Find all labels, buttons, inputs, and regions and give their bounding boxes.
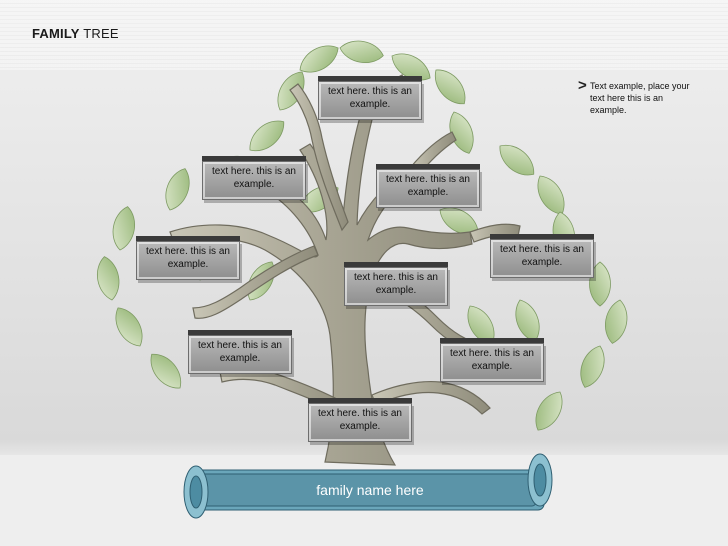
leaf-11: [165, 168, 190, 211]
leaf-9: [537, 175, 565, 215]
name-banner-scroll: [183, 453, 553, 519]
leaf-17: [115, 307, 143, 347]
page-title: FAMILY TREE: [32, 26, 119, 41]
member-card-1[interactable]: text here. this is an example.: [318, 76, 422, 120]
title-bold: FAMILY: [32, 26, 80, 41]
leaf-3: [391, 53, 431, 81]
member-card-3[interactable]: text here. this is an example.: [376, 164, 480, 208]
leaf-13: [112, 206, 136, 251]
member-card-5[interactable]: text here. this is an example.: [490, 234, 594, 278]
member-card-7[interactable]: text here. this is an example.: [188, 330, 292, 374]
leaf-8: [499, 144, 535, 176]
leaf-4: [434, 69, 466, 105]
member-card-8[interactable]: text here. this is an example.: [440, 338, 544, 382]
member-card-6[interactable]: text here. this is an example.: [344, 262, 448, 306]
member-card-text: text here. this is an example.: [354, 272, 438, 296]
member-card-2[interactable]: text here. this is an example.: [202, 156, 306, 200]
member-card-text: text here. this is an example.: [500, 244, 584, 268]
member-card-text: text here. this is an example.: [318, 408, 402, 432]
leaf-19: [150, 353, 182, 389]
leaf-6: [449, 111, 474, 154]
family-name-label[interactable]: family name here: [316, 482, 424, 498]
leaf-1: [299, 45, 339, 73]
chevron-right-icon: >: [578, 77, 587, 94]
side-note-text: Text example, place your text here this …: [590, 81, 690, 115]
member-card-text: text here. this is an example.: [328, 86, 412, 110]
title-rest: TREE: [79, 26, 119, 41]
leaf-20: [535, 391, 563, 431]
member-card-9[interactable]: text here. this is an example.: [308, 398, 412, 442]
leaf-16: [604, 299, 628, 344]
member-card-text: text here. this is an example.: [386, 174, 470, 198]
member-card-text: text here. this is an example.: [212, 166, 296, 190]
leaf-18: [580, 345, 605, 388]
leaf-15: [96, 256, 120, 301]
member-card-4[interactable]: text here. this is an example.: [136, 236, 240, 280]
leaf-2: [339, 40, 384, 64]
member-card-text: text here. this is an example.: [146, 246, 230, 270]
leaf-7: [249, 120, 285, 152]
member-card-text: text here. this is an example.: [450, 348, 534, 372]
member-card-text: text here. this is an example.: [198, 340, 282, 364]
